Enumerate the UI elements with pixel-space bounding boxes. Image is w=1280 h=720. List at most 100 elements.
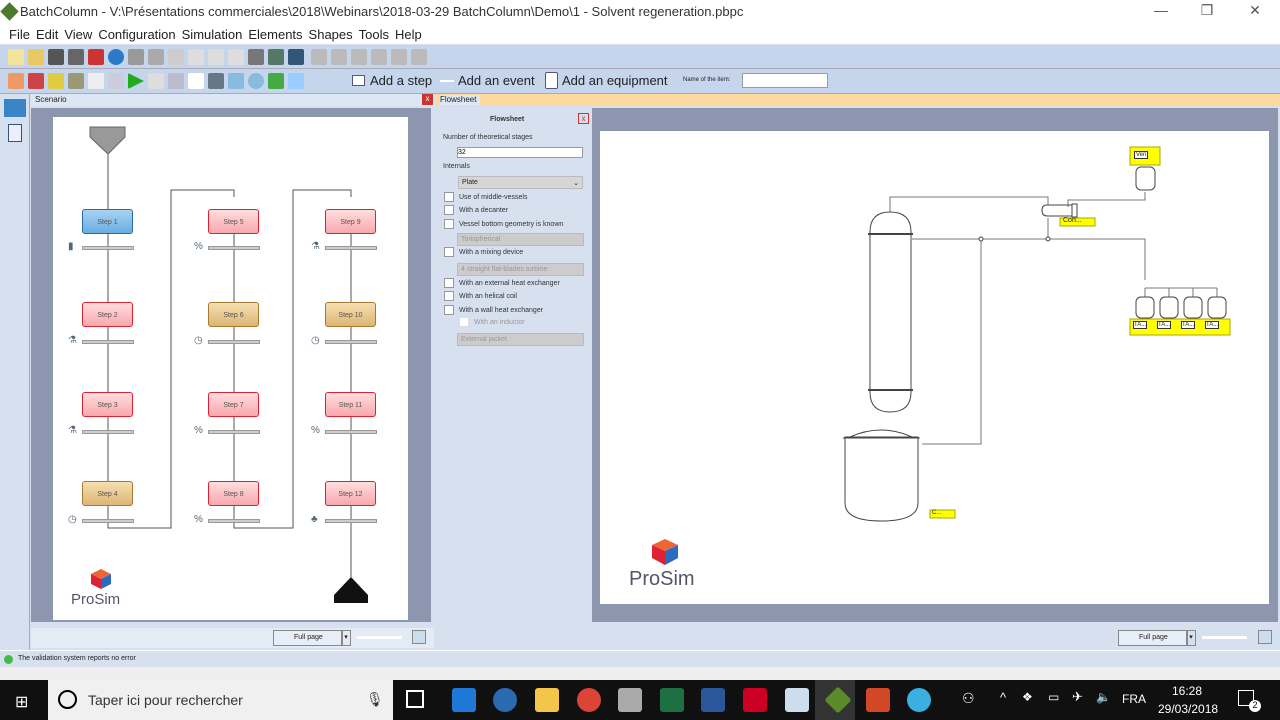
step-box[interactable]: Step 12 (325, 481, 376, 506)
step-box[interactable]: Step 11 (325, 392, 376, 417)
snowflake-app-icon[interactable] (907, 688, 931, 712)
align-left-icon[interactable] (311, 49, 328, 65)
tank-label[interactable]: TA... (1205, 321, 1220, 329)
menu-help[interactable]: Help (395, 27, 422, 42)
transition-bar[interactable] (82, 430, 134, 434)
search-box[interactable]: Taper ici pour rechercher 🎙 (48, 680, 393, 720)
align-middle-icon[interactable] (391, 49, 408, 65)
ellipse-icon[interactable] (248, 73, 264, 89)
battery-icon[interactable]: ▭ (1048, 690, 1060, 704)
checkbox[interactable] (444, 205, 454, 216)
boiler[interactable] (844, 436, 919, 522)
edge-icon[interactable] (452, 688, 476, 712)
components-icon[interactable] (8, 73, 24, 89)
image-icon[interactable] (268, 49, 284, 65)
step-box[interactable]: Step 8 (208, 481, 259, 506)
internals-select[interactable]: Plate⌄ (458, 176, 583, 189)
menu-configuration[interactable]: Configuration (98, 27, 176, 42)
sum-icon[interactable] (88, 73, 104, 89)
menu-edit[interactable]: Edit (35, 27, 59, 42)
add-event-button[interactable]: Add an event (458, 73, 535, 88)
tank-label[interactable]: TA... (1133, 321, 1148, 329)
report-icon[interactable] (148, 73, 164, 89)
column[interactable] (869, 211, 912, 413)
tank-3[interactable] (1183, 296, 1203, 319)
text-icon[interactable] (288, 73, 304, 89)
checkbox[interactable] (444, 218, 454, 229)
transition-bar[interactable] (82, 246, 134, 250)
notifications-icon[interactable] (1238, 690, 1254, 706)
scenario-zoom-select[interactable]: Full page (273, 630, 343, 646)
option-decanter[interactable]: With a decanter (444, 204, 563, 217)
align-right-icon[interactable] (351, 49, 368, 65)
minimize-button[interactable]: — (1154, 2, 1168, 18)
connector-icon[interactable] (208, 73, 224, 89)
windows-start-icon[interactable]: ⊞ (15, 694, 29, 711)
db-icon[interactable] (128, 49, 144, 65)
check-icon[interactable] (108, 73, 124, 89)
zoom-slider[interactable] (357, 636, 402, 639)
align-top-icon[interactable] (371, 49, 388, 65)
step-box[interactable]: Step 9 (325, 209, 376, 234)
transition-bar[interactable] (208, 246, 260, 250)
ruler-icon[interactable] (48, 73, 64, 89)
delete-icon[interactable] (248, 49, 264, 65)
step-box[interactable]: Step 6 (208, 302, 259, 327)
maximize-button[interactable]: ❐ (1200, 2, 1214, 18)
chevron-down-icon[interactable]: ▾ (1186, 630, 1196, 646)
tank-label[interactable]: TA... (1181, 321, 1196, 329)
menu-elements[interactable]: Elements (248, 27, 303, 42)
thunderbird-icon[interactable] (493, 688, 517, 712)
scenario-close-button[interactable]: x (422, 94, 433, 105)
checkbox[interactable] (444, 304, 454, 315)
vent-label[interactable]: Ven (1134, 151, 1149, 159)
step-box[interactable]: Step 5 (208, 209, 259, 234)
option-middle-vessels[interactable]: Use of middle-vessels (444, 191, 563, 204)
tank-1[interactable] (1135, 296, 1155, 319)
step-box[interactable]: Step 7 (208, 392, 259, 417)
file-explorer-icon[interactable] (535, 688, 559, 712)
snipping-tool-icon[interactable] (618, 688, 642, 712)
volume-icon[interactable]: 🔈 (1096, 690, 1111, 704)
flowsheet-zoom-select[interactable]: Full page (1118, 630, 1188, 646)
align-center-icon[interactable] (331, 49, 348, 65)
run-icon[interactable] (128, 73, 144, 89)
checkbox[interactable] (444, 192, 454, 203)
thermo-icon[interactable] (28, 73, 44, 89)
db2-icon[interactable] (148, 49, 164, 65)
menu-tools[interactable]: Tools (358, 27, 389, 42)
scenario-tab[interactable]: Scenario (31, 94, 434, 106)
tank-4[interactable] (1207, 296, 1227, 319)
copy-icon[interactable] (188, 49, 204, 65)
pointer-icon[interactable] (188, 73, 204, 89)
fit-icon[interactable] (412, 630, 426, 644)
tank-2[interactable] (1159, 296, 1179, 319)
zoom-slider[interactable] (1202, 636, 1247, 639)
menu-view[interactable]: View (64, 27, 93, 42)
chrome-icon[interactable] (577, 688, 601, 712)
app-icon[interactable] (743, 688, 767, 712)
transition-bar[interactable] (325, 430, 377, 434)
transition-bar[interactable] (82, 519, 134, 523)
airplane-icon[interactable]: ✈ (1072, 689, 1083, 704)
balance-icon[interactable] (68, 73, 84, 89)
menu-shapes[interactable]: Shapes (308, 27, 353, 42)
cut-icon[interactable] (208, 49, 224, 65)
transition-bar[interactable] (208, 340, 260, 344)
fit-icon[interactable] (1258, 630, 1272, 644)
clock-date[interactable]: 29/03/2018 (1158, 702, 1219, 716)
people-icon[interactable]: ⚇ (962, 690, 975, 706)
step-box[interactable]: Step 2 (82, 302, 133, 327)
stages-input[interactable] (457, 147, 583, 158)
transition-bar[interactable] (208, 519, 260, 523)
align-bottom-icon[interactable] (411, 49, 428, 65)
checkbox[interactable] (444, 291, 454, 302)
paste-icon[interactable] (228, 49, 244, 65)
checkbox[interactable] (444, 278, 454, 289)
tank-label[interactable]: TA... (1157, 321, 1172, 329)
word-icon[interactable] (701, 688, 725, 712)
item-name-input[interactable] (742, 73, 828, 88)
transition-bar[interactable] (325, 519, 377, 523)
pdf-icon[interactable] (88, 49, 104, 65)
condenser-label[interactable]: Con... (1063, 217, 1082, 224)
